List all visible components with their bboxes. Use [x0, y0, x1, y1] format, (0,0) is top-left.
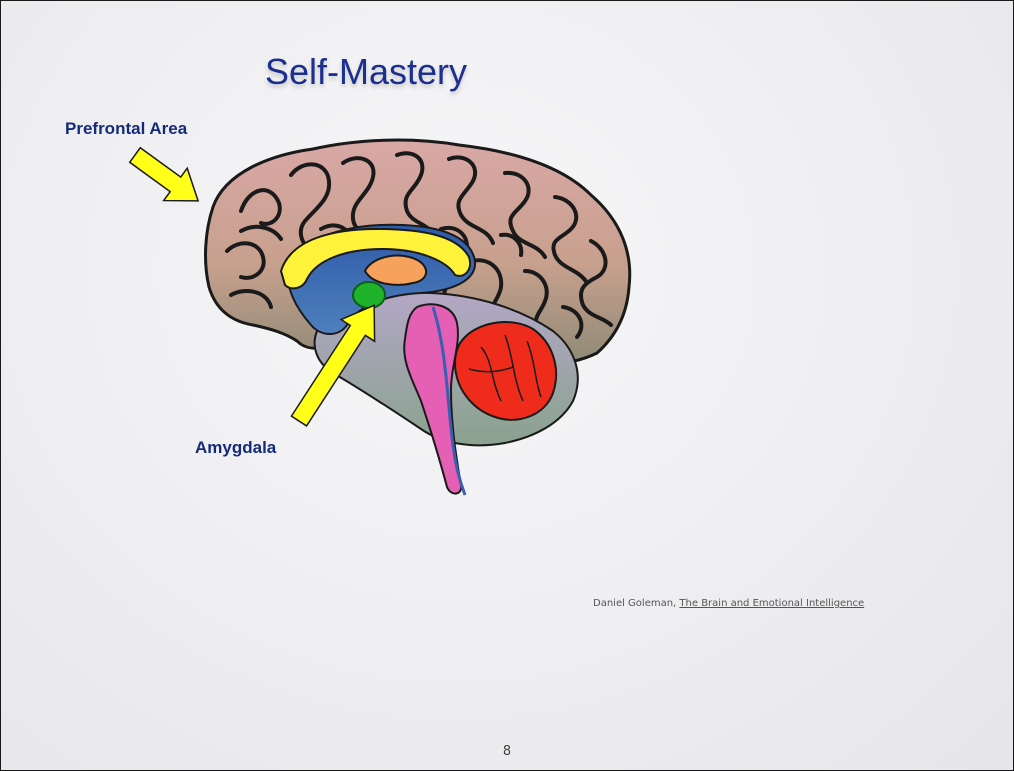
prefrontal-arrow — [123, 139, 210, 217]
citation-book-link[interactable]: The Brain and Emotional Intelligence — [679, 598, 864, 609]
brain-diagram — [121, 111, 681, 511]
citation-author: Daniel Goleman, — [593, 598, 679, 609]
page-number: 8 — [1, 744, 1013, 759]
amygdala — [353, 282, 385, 308]
slide-title: Self-Mastery — [1, 51, 731, 93]
citation: Daniel Goleman, The Brain and Emotional … — [593, 598, 864, 609]
